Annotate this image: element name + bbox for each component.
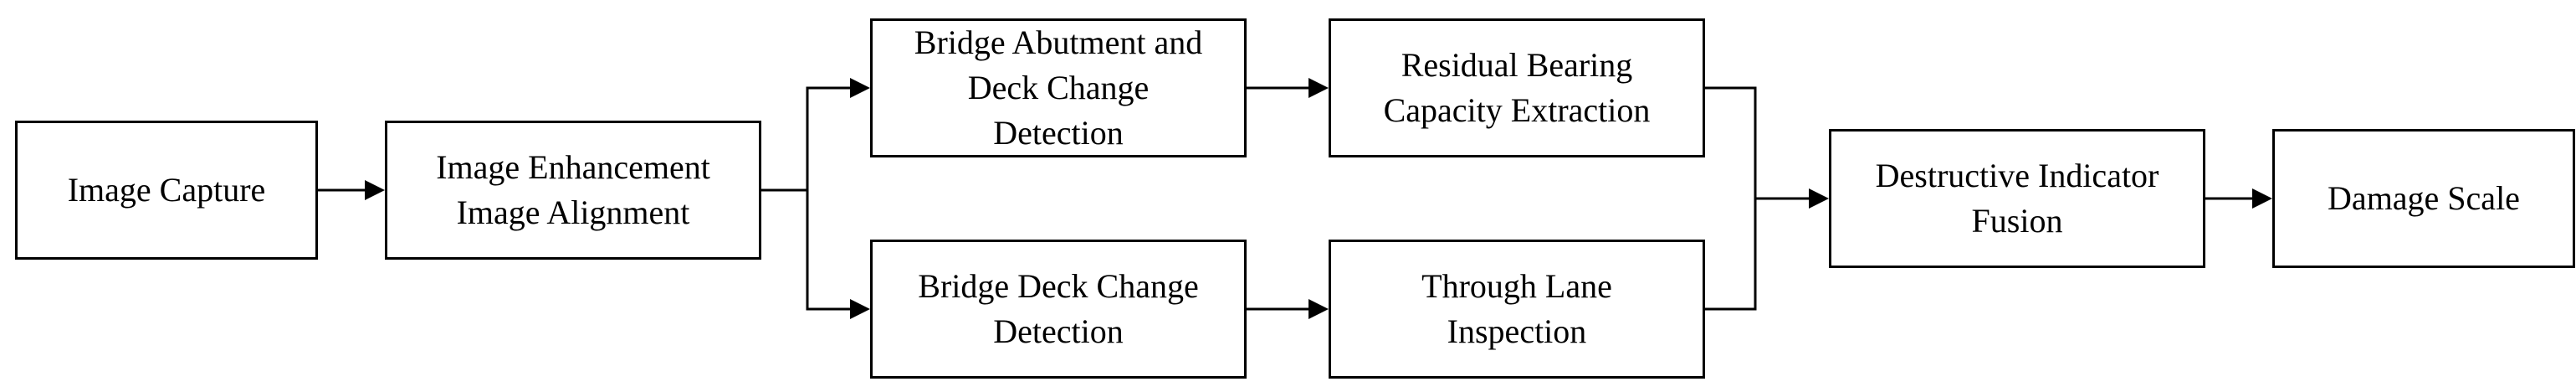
node-abutment-deck-detection-label: Bridge Abutment and Deck Change Detectio…: [914, 23, 1203, 152]
node-through-lane: Through Lane Inspection: [1329, 240, 1705, 379]
arrowhead-capture-to-enhancement: [365, 180, 385, 200]
node-image-capture-label: Image Capture: [67, 171, 266, 209]
node-abutment-deck-detection: Bridge Abutment and Deck Change Detectio…: [870, 18, 1247, 157]
node-damage-scale-label: Damage Scale: [2328, 179, 2520, 217]
node-residual-bearing: Residual Bearing Capacity Extraction: [1329, 18, 1705, 157]
node-image-enhancement-label: Image Enhancement Image Alignment: [436, 148, 710, 231]
node-residual-bearing-label: Residual Bearing Capacity Extraction: [1383, 46, 1651, 129]
node-indicator-fusion-label: Destructive Indicator Fusion: [1875, 157, 2159, 240]
arrowhead-to-abutment: [850, 78, 870, 98]
node-through-lane-label: Through Lane Inspection: [1421, 267, 1612, 350]
node-indicator-fusion: Destructive Indicator Fusion: [1829, 129, 2205, 268]
arrowhead-fusion-to-damage: [2252, 188, 2272, 209]
node-damage-scale: Damage Scale: [2272, 129, 2575, 268]
arrowhead-abutment-to-residual: [1308, 78, 1329, 98]
arrowhead-to-deck: [850, 299, 870, 319]
node-deck-change-detection: Bridge Deck Change Detection: [870, 240, 1247, 379]
merge-to-fusion: [1705, 86, 1815, 311]
node-image-capture: Image Capture: [15, 121, 318, 260]
branch-enhancement: [761, 86, 857, 311]
node-deck-change-detection-label: Bridge Deck Change Detection: [918, 267, 1199, 350]
arrowhead-deck-to-lane: [1308, 299, 1329, 319]
arrowhead-to-fusion: [1809, 188, 1829, 209]
node-image-enhancement: Image Enhancement Image Alignment: [385, 121, 761, 260]
